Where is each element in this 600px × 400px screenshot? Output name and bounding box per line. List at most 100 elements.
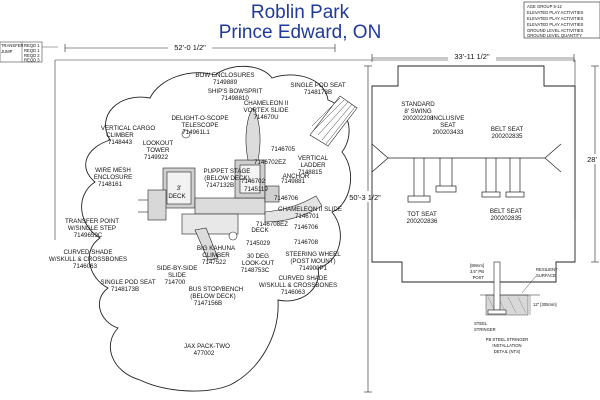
legend-line: ELEVATED PLAY ACTIVITIES — [527, 10, 584, 15]
dimension-swing-width: 33'-11 1/2" — [371, 51, 575, 62]
equipment-label: SLIDE — [168, 272, 186, 279]
equipment-code: 7146063 — [281, 289, 306, 296]
dimension-label: 50'-3 1/2" — [349, 193, 381, 202]
equipment-label: BOW ENCLOSURES — [195, 72, 254, 79]
detail-text: 12" [305mm] — [533, 302, 557, 307]
equipment-label: BUS STOP/BENCH — [189, 286, 244, 293]
equipment-label: CURVED SHADE — [278, 275, 327, 282]
equipment-code: 7148173B — [304, 89, 332, 96]
equipment-code: 714670U — [253, 114, 278, 121]
equipment-label: VERTICAL — [298, 155, 329, 162]
equipment-code: 7148173B — [111, 286, 139, 293]
swing-labels: STANDARD 8' SWING 200202208 INCLUSIVE SE… — [401, 101, 523, 225]
equipment-code: 7146705 — [271, 146, 296, 153]
equipment-code: 7148815 — [298, 169, 323, 176]
equipment-code: 7148753C — [241, 267, 270, 274]
equipment-label: LADDER — [300, 162, 326, 169]
dimension-label: 28' — [587, 155, 597, 164]
left-table-val: REQD 1 — [24, 43, 40, 48]
equipment-label: CLIMBER — [106, 132, 134, 139]
equipment-label: CLIMBER — [202, 252, 230, 259]
hatched-walkway — [309, 95, 358, 147]
equipment-code: 7149659C — [74, 232, 103, 239]
equipment-code: 7146706 — [294, 224, 319, 231]
legend-line: GROUND LEVEL QUANTITY — [527, 33, 582, 38]
detail-text: STEEL — [474, 321, 488, 326]
equipment-label: DELIGHT-O-SCOPE — [171, 115, 228, 122]
equipment-code: 7145029 — [246, 240, 271, 247]
equipment-code: 7149889 — [213, 79, 238, 86]
equipment-label: STANDARD — [401, 101, 435, 108]
legend-box: AGE GROUP 5-12 ELEVATED PLAY ACTIVITIES … — [523, 1, 600, 39]
dimension-playground-height: 50'-3 1/2" — [344, 65, 386, 393]
detail-caption: PB STEEL STRINGER — [486, 337, 529, 342]
left-table-label: TRANSFER — [1, 43, 24, 48]
equipment-code: 7147156B — [194, 300, 222, 307]
detail-text: 3.5" PB — [470, 269, 484, 274]
equipment-label: SHIP'S BOWSPRIT — [208, 88, 263, 95]
equipment-label: SIDE-BY-SIDE — [157, 265, 198, 272]
equipment-labels: BOW ENCLOSURES 7149889 SHIP'S BOWSPRIT 7… — [49, 72, 346, 357]
legend-line: ELEVATED PLAY ACTIVITIES — [527, 16, 584, 21]
dimension-label: 52'-0 1/2" — [174, 43, 206, 52]
equipment-label: ANCHOR — [283, 173, 310, 180]
equipment-label: LOOK-OUT — [242, 260, 275, 267]
equipment-label: 30 DEG — [247, 253, 269, 260]
left-table-val: REQD 2 — [24, 53, 40, 58]
equipment-label: W/SINGLE STEP — [68, 225, 116, 232]
equipment-label: BELT SEAT — [490, 208, 523, 215]
equipment-label: CURVED SHADE — [63, 249, 112, 256]
swing-area-boundary — [371, 65, 576, 283]
detail-caption: DETAIL (NTS) — [494, 349, 521, 354]
equipment-label: TOWER — [147, 147, 170, 154]
detail-text: [89mm] — [470, 263, 484, 268]
equipment-code: 7149922 — [144, 154, 169, 161]
equipment-label: DECK — [251, 227, 269, 234]
equipment-label: LOOKOUT — [143, 140, 173, 147]
detail-text: SURFACE — [536, 273, 556, 278]
playground-boundary — [81, 65, 351, 392]
left-table-label: JUMP — [1, 49, 13, 54]
left-table-val: REQD 3 — [24, 58, 40, 63]
detail-text: RESILIENT — [536, 267, 558, 272]
swing-frame — [371, 143, 562, 203]
dimension-swing-height: 28' — [585, 65, 599, 263]
equipment-label: BELT SEAT — [491, 126, 524, 133]
equipment-code: 200202835 — [491, 215, 523, 222]
equipment-code: 7146063 — [73, 263, 98, 270]
equipment-code: 7147132B — [206, 182, 234, 189]
play-structure — [138, 107, 323, 261]
equipment-code: 200202835 — [492, 133, 524, 140]
left-table-val: REQD 1 — [24, 48, 40, 53]
equipment-label: TELESCOPE — [181, 122, 218, 129]
equipment-label: PUPPET STAGE — [204, 168, 251, 175]
legend-line: AGE GROUP 5-12 — [527, 4, 563, 9]
equipment-label: STEERING WHEEL — [285, 251, 341, 258]
equipment-label: TRANSFER POINT — [65, 218, 119, 225]
equipment-label: INCLUSIVE — [432, 115, 465, 122]
page-title: Roblin Park — [250, 2, 350, 23]
equipment-code: 477002 — [194, 350, 215, 357]
equipment-code: 71498810 — [221, 95, 249, 102]
equipment-label: (BELOW DECK) — [204, 175, 249, 182]
dimension-label: 33'-11 1/2" — [454, 52, 490, 61]
equipment-label: (BELOW DECK) — [190, 293, 235, 300]
equipment-code: 7146701 — [295, 213, 320, 220]
equipment-code: 7146702EZ — [254, 159, 286, 166]
equipment-code: 7148443 — [108, 139, 133, 146]
equipment-label: W/SKULL & CROSSBONES — [259, 282, 337, 289]
equipment-code: 200202836 — [407, 218, 439, 225]
deck-height: 3' — [177, 185, 182, 192]
equipment-code: 7148161 — [98, 181, 123, 188]
equipment-code: 7146708EZ — [256, 221, 288, 228]
detail-caption: INSTALLATION — [492, 343, 521, 348]
equipment-label: VERTICAL CARGO — [101, 125, 156, 132]
equipment-code: 200202208 — [403, 115, 435, 122]
equipment-code: 7147522 — [202, 259, 227, 266]
equipment-label: W/SKULL & CROSSBONES — [49, 256, 127, 263]
equipment-code: 7145119 — [244, 186, 268, 193]
equipment-code: 7146706 — [274, 195, 299, 202]
equipment-code: 714700 — [165, 279, 186, 286]
page-subtitle: Prince Edward, ON — [218, 22, 382, 43]
equipment-label: BIG KAHUNA — [197, 245, 236, 252]
